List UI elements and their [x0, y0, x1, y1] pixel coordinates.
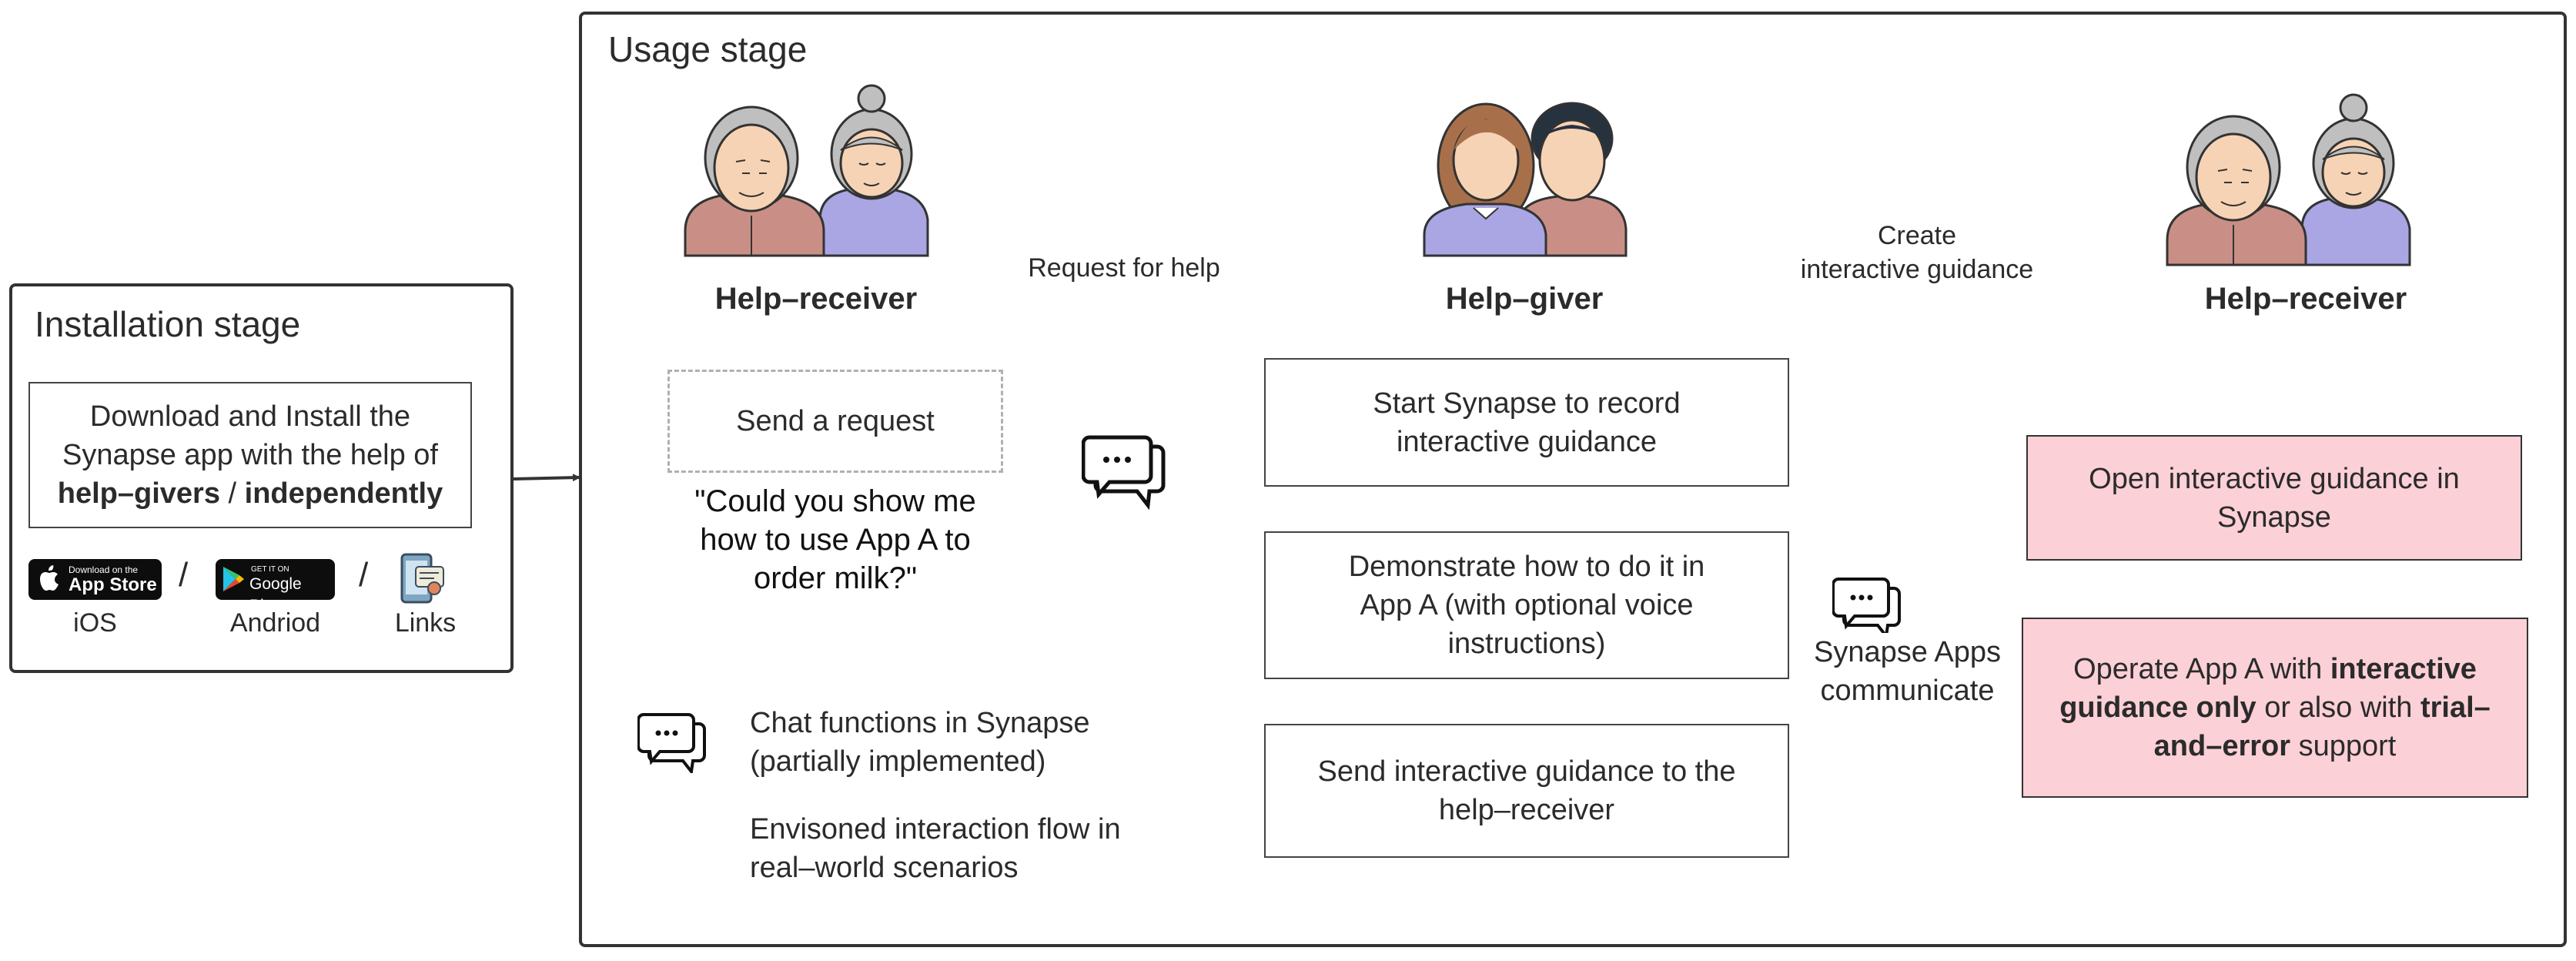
operate-text-c: guidance only: [2059, 691, 2257, 724]
install-help-givers: help–givers: [57, 477, 220, 510]
legend-chat-line-2: (partially implemented): [750, 745, 1046, 778]
operate-text-g: support: [2290, 730, 2397, 762]
quote-line-1: "Could you show me: [694, 484, 976, 518]
communicate-line-1: Synapse Apps: [1814, 636, 2001, 668]
receiver-step-open-guidance: Open interactive guidance in Synapse: [2026, 435, 2522, 561]
quote-line-2: how to use App A to: [700, 523, 971, 557]
elderly-couple-right-illustration: [2166, 93, 2411, 266]
install-independently: independently: [244, 477, 443, 510]
installation-stage-title: Installation stage: [35, 304, 301, 344]
operate-text-f: and–error: [2153, 730, 2291, 762]
communicate-line-2: communicate: [1820, 675, 1995, 707]
receiver-open-line-2: Synapse: [2217, 501, 2331, 534]
create-guidance-line-2: interactive guidance: [1800, 255, 2034, 284]
app-store-badge-small: Download on the: [69, 564, 139, 575]
apple-icon: [40, 565, 59, 591]
install-line-3: help–givers / independently: [58, 474, 443, 513]
receiver-operate-line-2: guidance only or also with trial–: [2059, 688, 2491, 727]
chat-bubbles-icon: [1082, 435, 1166, 510]
install-line-1: Download and Install the: [89, 400, 411, 433]
edge-label-request-for-help: Request for help: [1028, 253, 1220, 283]
ios-label: iOS: [73, 608, 117, 638]
request-quote: "Could you show me how to use App A to o…: [662, 482, 1009, 598]
giver-step2-line-2: App A (with optional voice: [1360, 589, 1694, 621]
receiver-step-operate-app: Operate App A with interactive guidance …: [2022, 618, 2528, 798]
install-instructions-box: Download and Install the Synapse app wit…: [28, 382, 472, 528]
send-request-box: Send a request: [667, 370, 1003, 473]
link-phone-icon[interactable]: [399, 553, 453, 607]
operate-text-a: Operate App A with: [2073, 653, 2330, 685]
legend-flow-line-2: real–world scenarios: [750, 852, 1019, 884]
google-play-icon: [223, 567, 244, 591]
giver-step1-line-1: Start Synapse to record: [1373, 387, 1681, 420]
quote-line-3: order milk?": [753, 561, 918, 595]
badge-slash-2: /: [359, 556, 369, 594]
role-help-receiver-left: Help–receiver: [714, 282, 918, 316]
legend-chat-text: Chat functions in Synapse (partially imp…: [750, 704, 1090, 781]
android-label: Andriod: [229, 608, 321, 638]
role-help-giver: Help–giver: [1445, 282, 1604, 316]
communicate-label: Synapse Apps communicate: [1790, 633, 2025, 710]
links-label: Links: [394, 608, 457, 638]
operate-text-e: trial–: [2420, 691, 2491, 724]
giver-step2-line-1: Demonstrate how to do it in: [1348, 551, 1705, 583]
receiver-open-line-1: Open interactive guidance in: [2089, 462, 2460, 495]
google-play-badge-big: Google Play: [249, 575, 302, 614]
receiver-operate-line-1: Operate App A with interactive: [2073, 650, 2477, 688]
giver-step3-line-2: help–receiver: [1438, 794, 1615, 826]
edge-label-create-guidance: Create interactive guidance: [1763, 219, 2071, 286]
create-guidance-line-1: Create: [1877, 221, 1957, 250]
install-line-2: Synapse app with the help of: [62, 439, 438, 471]
google-play-badge[interactable]: GET IT ON Google Play: [216, 559, 335, 614]
google-play-badge-small: GET IT ON: [251, 565, 289, 574]
giver-step-start-synapse: Start Synapse to record interactive guid…: [1264, 358, 1789, 487]
app-store-badge[interactable]: Download on the App Store: [28, 559, 162, 600]
install-separator: /: [219, 477, 245, 510]
role-help-receiver-right: Help–receiver: [2204, 282, 2407, 316]
communicate-chat-icon: [1832, 578, 1901, 638]
giver-step-send-guidance: Send interactive guidance to the help–re…: [1264, 724, 1789, 858]
install-to-usage-arrow: [513, 474, 580, 482]
elderly-couple-left-illustration: [684, 84, 929, 257]
legend-flow-line-1: Envisoned interaction flow in: [750, 813, 1121, 845]
giver-step-demonstrate: Demonstrate how to do it in App A (with …: [1264, 531, 1789, 679]
usage-stage-title: Usage stage: [608, 29, 808, 69]
receiver-operate-line-3: and–error support: [2154, 727, 2397, 765]
app-store-badge-big: App Store: [69, 574, 157, 595]
giver-step3-line-1: Send interactive guidance to the: [1317, 755, 1736, 788]
giver-step2-line-3: instructions): [1447, 628, 1606, 660]
help-giver-couple-illustration: [1423, 102, 1628, 257]
operate-text-b: interactive: [2330, 653, 2477, 685]
legend-flow-text: Envisoned interaction flow in real–world…: [750, 810, 1121, 887]
badge-slash-1: /: [179, 556, 189, 594]
legend-chat-line-1: Chat functions in Synapse: [750, 707, 1090, 739]
operate-text-d: or also with: [2256, 691, 2420, 724]
giver-step1-line-2: interactive guidance: [1397, 425, 1657, 458]
legend-chat-icon: [637, 713, 706, 773]
